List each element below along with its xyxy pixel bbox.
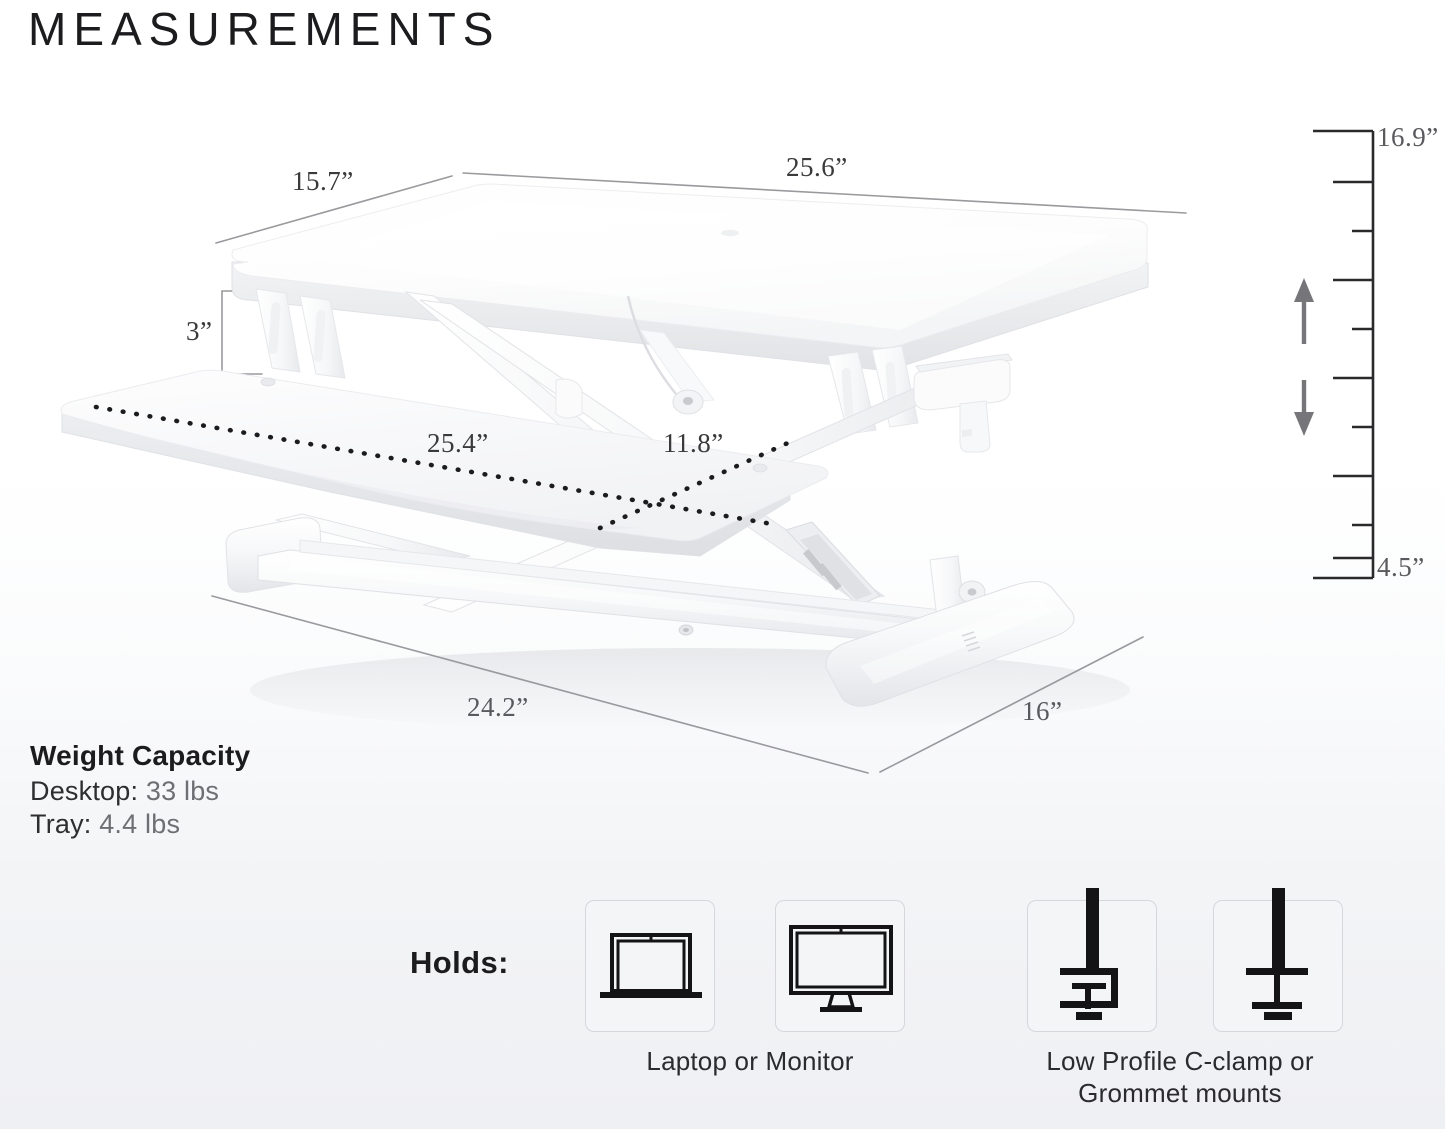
dimension-desktop-width: 25.6”: [786, 152, 848, 182]
holds-label: Holds:: [410, 945, 509, 980]
product-illustration: [60, 172, 1187, 774]
laptop-icon: [600, 933, 702, 998]
holds-caption-mounts-line1: Low Profile C-clamp or: [1046, 1046, 1314, 1076]
weight-capacity-label-tray: Tray:: [30, 809, 92, 839]
grommet-icon: [1246, 888, 1308, 1020]
holds-caption-devices: Laptop or Monitor: [646, 1046, 854, 1076]
dimension-tray-depth: 11.8”: [663, 428, 724, 458]
height-range-ruler: [1280, 118, 1445, 608]
dimension-height-max: 16.9”: [1377, 122, 1439, 152]
weight-capacity-value-desktop: 33 lbs: [145, 776, 220, 806]
c-clamp-icon: [1060, 888, 1118, 1020]
holds-icon-box-monitor: [775, 900, 905, 1032]
monitor-icon: [789, 925, 893, 1012]
dimension-tray-width: 25.4”: [427, 428, 489, 458]
dimension-desktop-depth: 15.7”: [292, 166, 354, 196]
holds-caption-mounts-line2: Grommet mounts: [1078, 1078, 1282, 1108]
weight-capacity-block: Weight Capacity Desktop: 33 lbs Tray: 4.…: [30, 740, 250, 840]
page-title: MEASUREMENTS: [28, 3, 501, 55]
dimension-base-depth: 16”: [1022, 696, 1063, 726]
dimension-height-min: 4.5”: [1377, 552, 1425, 582]
weight-capacity-label-desktop: Desktop:: [30, 776, 139, 806]
weight-capacity-heading: Weight Capacity: [30, 740, 251, 771]
dimension-clearance: 3”: [186, 316, 213, 346]
holds-icon-box-grommet: [1213, 888, 1343, 1032]
holds-icon-box-laptop: [585, 900, 715, 1032]
weight-capacity-value-tray: 4.4 lbs: [99, 809, 181, 839]
holds-icon-box-c-clamp: [1027, 888, 1157, 1032]
weight-capacity-row-tray: Tray: 4.4 lbs: [30, 809, 250, 840]
dimension-base-length: 24.2”: [467, 692, 529, 722]
weight-capacity-row-desktop: Desktop: 33 lbs: [30, 776, 250, 807]
